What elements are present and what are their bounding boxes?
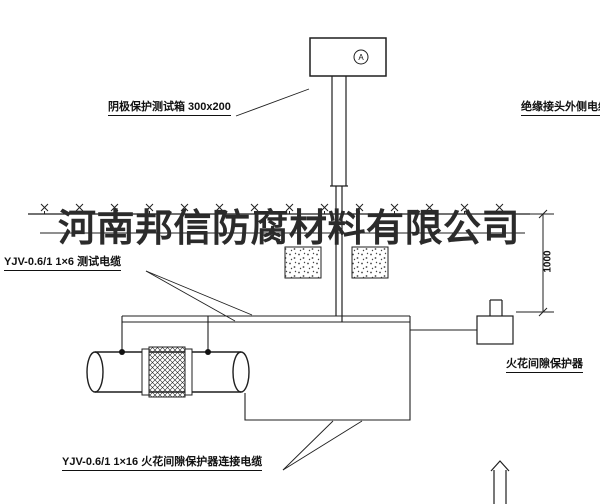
cable-weld-right [205,349,211,355]
spark-gap-cable-label: YJV-0.6/1 1×16 火花间隙保护器连接电缆 [62,456,263,471]
test-cable-run [121,315,410,352]
test-box [309,37,387,77]
dimension-1000 [516,209,554,317]
concrete-block-right [351,246,389,279]
test-cable-label: YJV-0.6/1 1×6 测试电缆 [4,256,122,271]
cable-weld-left [119,349,125,355]
pipe-riser-symbol [490,460,510,504]
company-watermark: 河南邦信防腐材料有限公司 [58,208,521,250]
insulated-joint-cable-label: 绝缘接头外侧电缆 [521,101,600,116]
concrete-block-left [284,246,322,279]
spark-gap-cable-run [244,316,477,421]
ammeter-letter: A [358,53,364,62]
insulating-joint-left-flange [141,348,150,396]
test-box-label: 阴极保护测试箱 300x200 [108,101,231,116]
test-box-pole [330,76,348,322]
insulating-joint-right-flange [184,348,193,396]
insulating-joint-hatched-sleeve [148,346,186,398]
spark-gap-protector-label: 火花间隙保护器 [506,358,583,373]
burial-depth-dimension-text: 1000 [542,250,554,273]
spark-gap-protector [476,299,514,345]
ammeter-circle [353,49,369,65]
leader-lines [145,88,363,471]
